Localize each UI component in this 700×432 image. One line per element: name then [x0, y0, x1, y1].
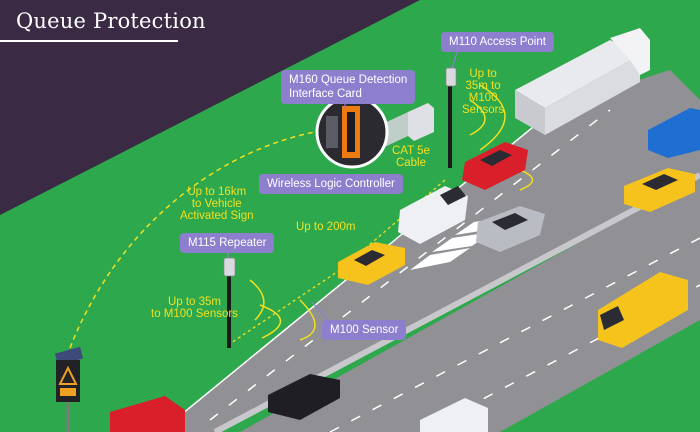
van-yellow	[598, 272, 688, 348]
car-yellow-right	[624, 168, 695, 212]
title-underline	[0, 40, 178, 42]
label-m160-card: M160 Queue Detection Interface Card	[281, 70, 416, 104]
page-title: Queue Protection	[16, 9, 206, 33]
m160-card-magnifier	[315, 95, 389, 169]
range-to-vas: Up to 16km to Vehicle Activated Sign	[180, 186, 254, 222]
label-m110-access-point: M110 Access Point	[441, 32, 554, 52]
motorway-left-carriageway	[160, 70, 700, 432]
signal-arcs	[249, 84, 534, 341]
m110-access-point-pole	[445, 67, 457, 168]
car-blue	[648, 108, 700, 158]
m115-repeater-pole	[223, 257, 236, 348]
truck-red	[110, 396, 185, 432]
range-200m: Up to 200m	[296, 221, 356, 233]
car-red	[462, 142, 528, 190]
vehicle-activated-sign	[54, 346, 84, 432]
vas-link-dashed	[69, 127, 341, 349]
car-yellow-centre	[338, 242, 405, 285]
car-black	[268, 374, 340, 420]
label-m100-sensor: M100 Sensor	[322, 320, 407, 340]
car-silver	[476, 206, 545, 252]
van-white-centre	[398, 186, 468, 244]
label-wireless-logic-controller: Wireless Logic Controller	[259, 174, 403, 194]
car-white-bottom	[420, 398, 488, 432]
range-cat5e-cable: CAT 5e Cable	[392, 145, 430, 169]
range-ap-to-sensors: Up to 35m to M100 Sensors	[462, 68, 505, 116]
lorry	[515, 28, 650, 135]
label-m115-repeater: M115 Repeater	[180, 233, 275, 253]
range-repeater-to-sensors: Up to 35m to M100 Sensors	[151, 296, 238, 320]
